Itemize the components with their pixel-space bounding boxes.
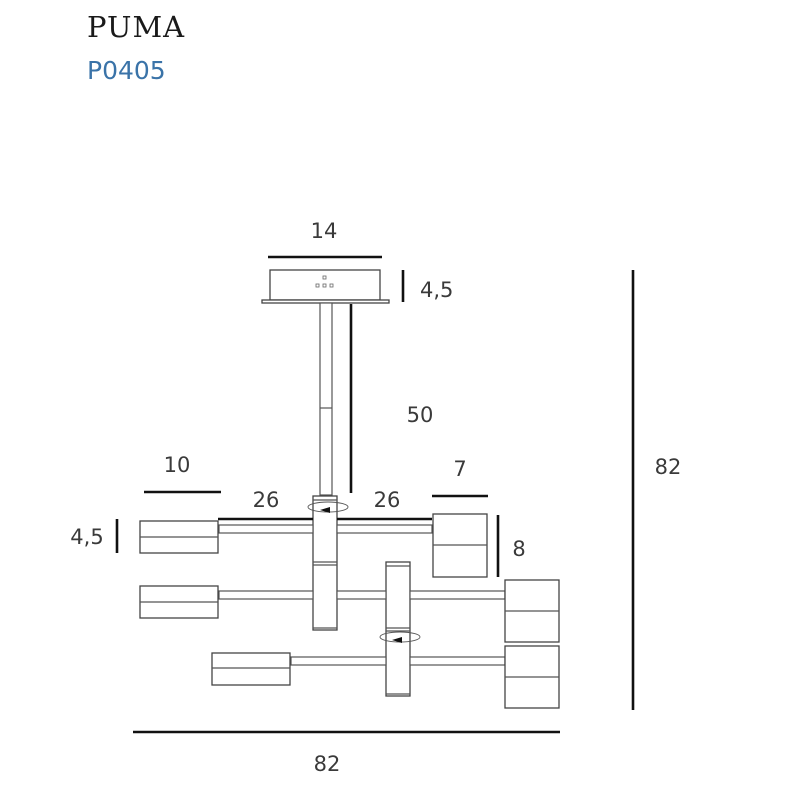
product-code: P0405 [87, 56, 166, 85]
product-name: PUMA [87, 10, 186, 44]
central-hub-upper [307, 495, 349, 631]
central-hub-lower [379, 561, 421, 697]
label-shade-right-height: 8 [512, 537, 525, 561]
shade-right-middle [504, 579, 560, 643]
rotation-arrow-icon [379, 631, 421, 643]
label-shade-left-height: 4,5 [70, 525, 103, 549]
shade-left-top [139, 520, 219, 554]
rotation-arrow-icon [307, 501, 349, 513]
label-shade-right-width: 7 [453, 457, 466, 481]
shade-left-middle [139, 585, 219, 619]
label-arm-left: 26 [253, 488, 280, 512]
shade-right-bottom [504, 645, 560, 709]
shade-right-top [432, 513, 488, 578]
label-rod-length: 50 [407, 403, 434, 427]
label-canopy-height: 4,5 [420, 278, 453, 302]
ceiling-canopy [261, 269, 390, 304]
suspension-rod [319, 302, 333, 496]
label-arm-right: 26 [374, 488, 401, 512]
shade-left-bottom [211, 652, 291, 686]
arms [218, 524, 506, 666]
label-canopy-width: 14 [311, 219, 338, 243]
label-shade-left-length: 10 [164, 453, 191, 477]
label-total-width: 82 [314, 752, 341, 776]
mounting-holes-icon [315, 275, 334, 288]
label-total-height: 82 [655, 455, 682, 479]
